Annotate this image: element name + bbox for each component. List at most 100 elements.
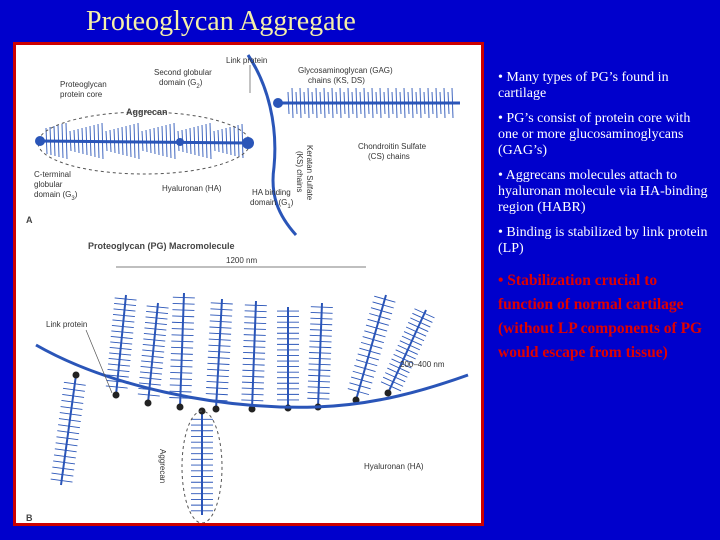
gag-chain [109, 352, 132, 356]
gag-chain [243, 346, 266, 348]
label-pg-core-2: protein core [60, 90, 103, 99]
panel-b-letter: B [26, 513, 33, 523]
gag-chain [391, 358, 412, 369]
gag-chain [208, 350, 231, 353]
link-protein-node [176, 403, 184, 411]
figure-svg: Link protein Second globular domain (G2)… [26, 54, 469, 523]
g2-domain [176, 138, 184, 146]
gag-chain [243, 334, 266, 336]
gag-chain [349, 382, 371, 390]
label-200-400nm: 200–400 nm [400, 360, 445, 369]
gag-chain [309, 340, 332, 343]
gag-chain [352, 370, 375, 378]
label-hyaluronan-b: Hyaluronan (HA) [364, 462, 424, 471]
gag-chain [399, 340, 421, 351]
gag-chain [414, 308, 435, 319]
aggrecan-molecule [50, 371, 86, 486]
gag-chain [242, 357, 265, 360]
gag-chain [63, 381, 86, 386]
gag-chain [169, 384, 192, 387]
gag-chain [244, 304, 267, 307]
gag-chain [410, 317, 431, 328]
gag-chain [243, 328, 266, 330]
gag-chain [144, 321, 167, 326]
gag-chain [171, 321, 194, 324]
gag-chain [221, 128, 224, 154]
gag-chain [393, 353, 414, 364]
aggrecan-molecule [205, 298, 233, 413]
gag-chain [109, 346, 132, 351]
gag-chain [241, 399, 264, 402]
g3-domain [35, 136, 45, 146]
aggrecan-core [60, 374, 77, 486]
gag-chain [144, 327, 167, 331]
gag-chain [201, 124, 204, 158]
gag-chain [61, 400, 84, 404]
gag-chain [57, 430, 80, 435]
gag-chain [59, 412, 82, 416]
gag-chain [51, 472, 74, 477]
aggrecan-molecule [307, 302, 333, 411]
gag-chain [171, 340, 194, 343]
gag-chain [172, 315, 195, 318]
gag-chain [397, 344, 418, 355]
hyaluronan-strand-a [246, 54, 298, 237]
panel-a-letter: A [26, 215, 33, 225]
label-1200nm: 1200 nm [226, 256, 257, 265]
gag-chain [355, 359, 378, 367]
link-protein-node [248, 405, 256, 413]
gag-chain [140, 371, 162, 375]
gag-chain [309, 329, 332, 331]
gag-chain [210, 302, 233, 305]
gag-chain [205, 123, 208, 159]
gag-chain [408, 322, 429, 333]
gag-chain [309, 334, 332, 337]
aggrecan-molecule [191, 407, 213, 515]
label-gag-1: Glycosaminoglycan (GAG) [298, 66, 393, 75]
link-protein-node [144, 399, 152, 407]
gag-chain [171, 334, 194, 337]
gag-chain [208, 344, 231, 347]
gag-chain [244, 310, 267, 313]
gag-chain [143, 338, 166, 342]
gag-chain [197, 125, 200, 157]
gag-chain [146, 305, 169, 309]
gag-chain [365, 324, 388, 332]
gag-chain [58, 424, 80, 429]
gag-chain [209, 332, 232, 335]
link-protein-a [273, 98, 283, 108]
gag-chain [347, 388, 370, 396]
gag-chain [357, 353, 380, 361]
gag-chain [171, 346, 194, 349]
gag-chain [310, 312, 333, 314]
label-aggrecan-a: Aggrecan [126, 107, 168, 117]
link-protein-node [352, 396, 360, 404]
gag-chain [308, 374, 331, 377]
bullet-item: • Binding is stabilized by link protein … [498, 225, 708, 256]
gag-chain [55, 442, 78, 447]
link-protein-node [212, 405, 220, 413]
gag-chain [112, 319, 135, 323]
gag-chain [114, 302, 137, 307]
aggrecan-molecule [241, 300, 267, 413]
slide-title: Proteoglycan Aggregate [86, 6, 356, 37]
gag-chain [405, 326, 427, 337]
gag-chain [309, 352, 332, 354]
gag-chain [309, 346, 332, 349]
link-protein-node [384, 389, 392, 397]
gag-chain [354, 365, 376, 372]
bullet-item: • Many types of PG’s found in cartilage [498, 70, 669, 101]
gag-chain [350, 376, 373, 384]
gag-chain [206, 381, 229, 384]
gag-chain [307, 392, 330, 394]
gag-chain [359, 347, 381, 355]
gag-chain [395, 349, 416, 360]
gag-chain [54, 448, 77, 453]
gag-chain [210, 308, 233, 311]
gag-chain [237, 124, 240, 158]
gag-chain [52, 466, 75, 471]
gag-chain [307, 380, 330, 383]
gag-chain [172, 296, 195, 299]
label-cterm-2: globular [34, 180, 63, 189]
gag-chain [139, 376, 162, 381]
